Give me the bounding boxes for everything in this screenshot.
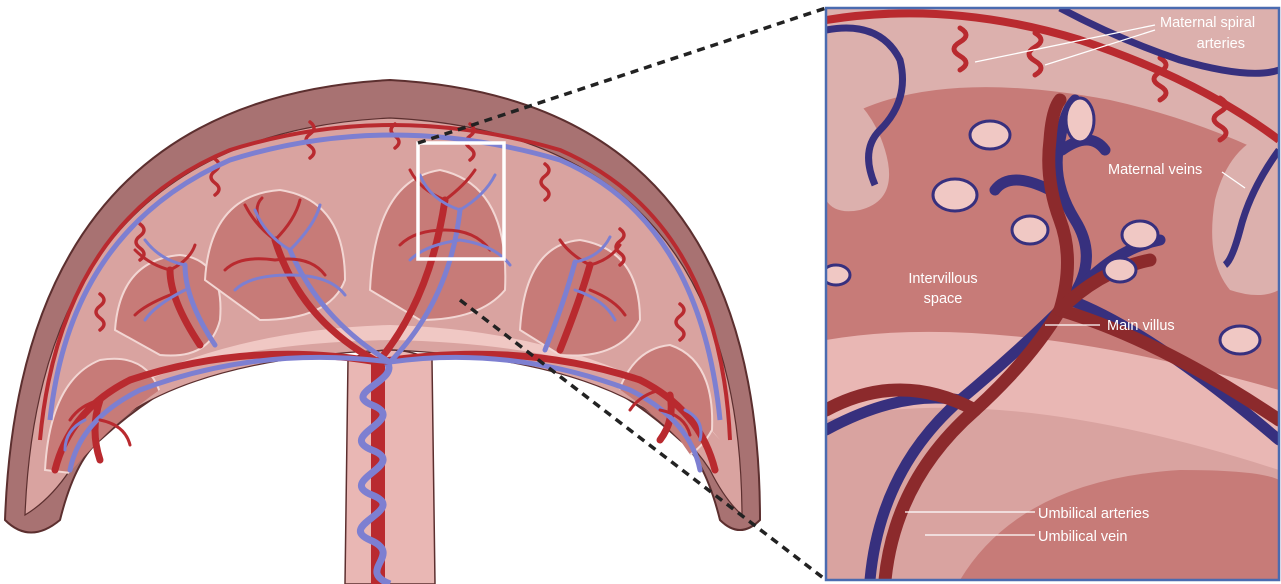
umbilical-cord	[345, 350, 435, 584]
zoom-inset: Maternal spiral arteries Maternal veins …	[822, 8, 1279, 580]
zoom-connector-top	[418, 8, 826, 143]
label-umbilical-arteries: Umbilical arteries	[1038, 506, 1149, 522]
label-intervillous-space-1: Intervillous	[908, 271, 977, 287]
label-maternal-veins: Maternal veins	[1108, 162, 1202, 178]
label-intervillous-space-2: space	[924, 291, 963, 307]
label-maternal-spiral-arteries-2: arteries	[1197, 36, 1245, 52]
label-main-villus: Main villus	[1107, 318, 1175, 334]
label-maternal-spiral-arteries-1: Maternal spiral	[1160, 15, 1255, 31]
placenta-cross-section	[5, 8, 826, 584]
label-umbilical-vein: Umbilical vein	[1038, 529, 1127, 545]
